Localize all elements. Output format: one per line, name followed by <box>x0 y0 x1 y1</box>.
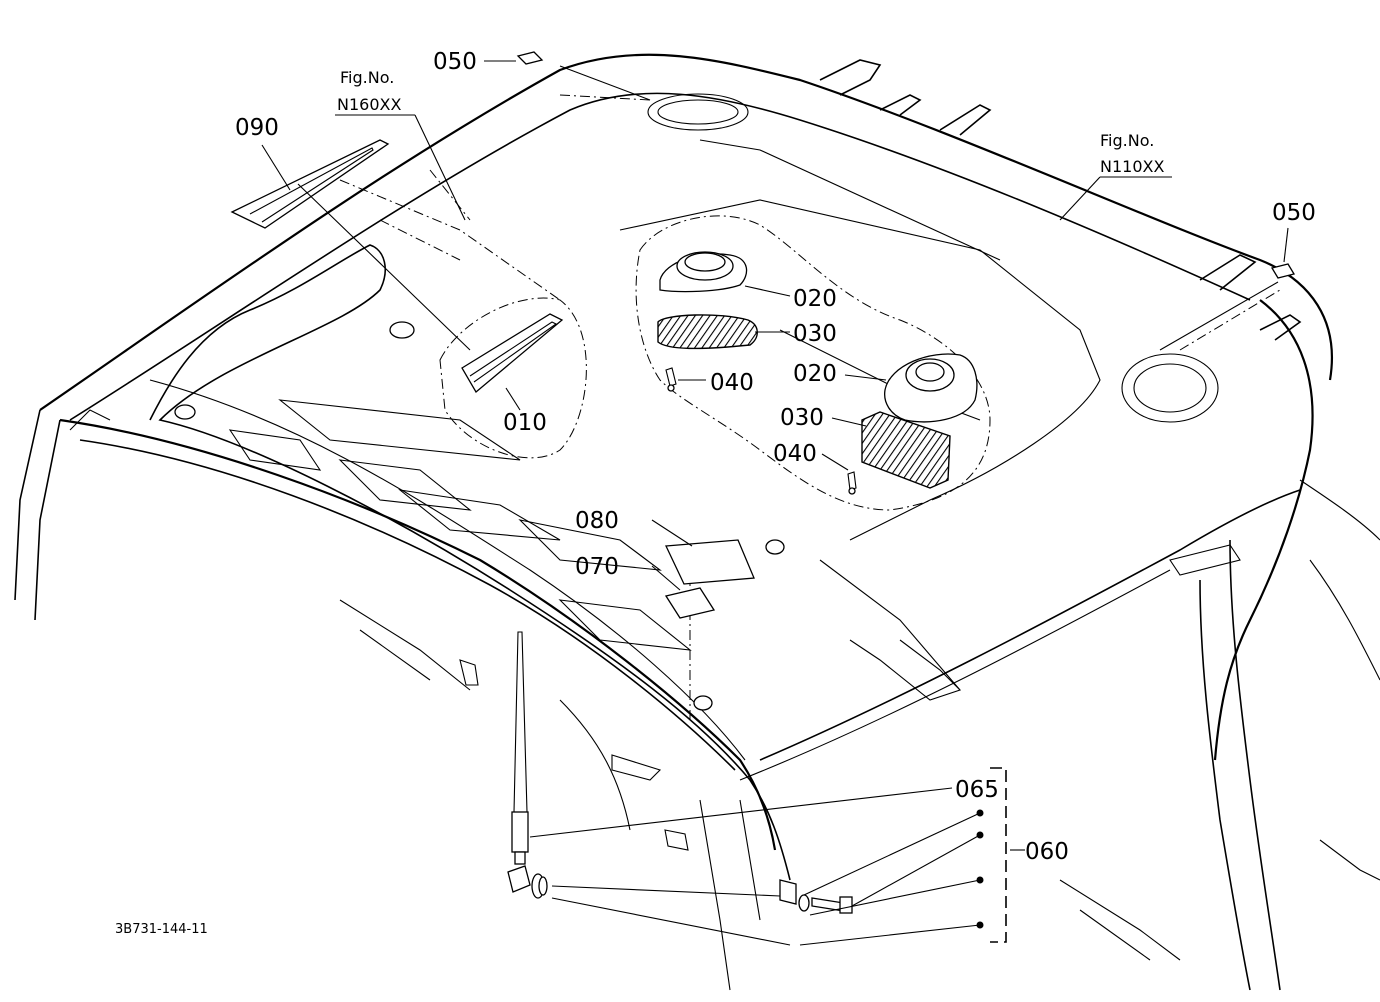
pads <box>664 539 755 619</box>
antenna-assembly <box>507 631 853 914</box>
label-030-lower: 030 <box>780 405 824 431</box>
fig-ref-n160: Fig.No. N160XX <box>337 68 401 114</box>
fig-ref-n160-number: N160XX <box>337 95 401 114</box>
fig-ref-n110-number: N110XX <box>1100 157 1164 176</box>
roof-structure <box>14 53 1380 991</box>
leader-lines <box>261 60 1289 946</box>
label-050-right: 050 <box>1272 200 1316 226</box>
fig-ref-n160-caption: Fig.No. <box>340 68 394 87</box>
label-020-lower: 020 <box>793 361 837 387</box>
fig-ref-n110: Fig.No. N110XX <box>1100 131 1164 176</box>
label-040-lower: 040 <box>773 441 817 467</box>
fig-ref-n110-caption: Fig.No. <box>1100 131 1154 150</box>
screws-040 <box>665 367 857 495</box>
label-070: 070 <box>575 554 619 580</box>
label-050-top: 050 <box>433 49 477 75</box>
part-090-plate <box>230 139 390 229</box>
label-020-upper: 020 <box>793 286 837 312</box>
label-090: 090 <box>235 115 279 141</box>
clips-050 <box>516 51 1296 279</box>
speaker-lower <box>884 353 978 423</box>
grille-upper <box>657 314 758 350</box>
label-060: 060 <box>1025 839 1069 865</box>
drawing-code: 3B731-144-11 <box>115 922 208 937</box>
part-010-plate <box>461 313 564 393</box>
label-080: 080 <box>575 508 619 534</box>
label-065: 065 <box>955 777 999 803</box>
label-030-upper: 030 <box>793 321 837 347</box>
detail-boundaries <box>339 94 1281 943</box>
grille-lower <box>861 411 951 489</box>
label-010: 010 <box>503 410 547 436</box>
label-040-upper: 040 <box>710 370 754 396</box>
speaker-upper <box>659 251 748 293</box>
